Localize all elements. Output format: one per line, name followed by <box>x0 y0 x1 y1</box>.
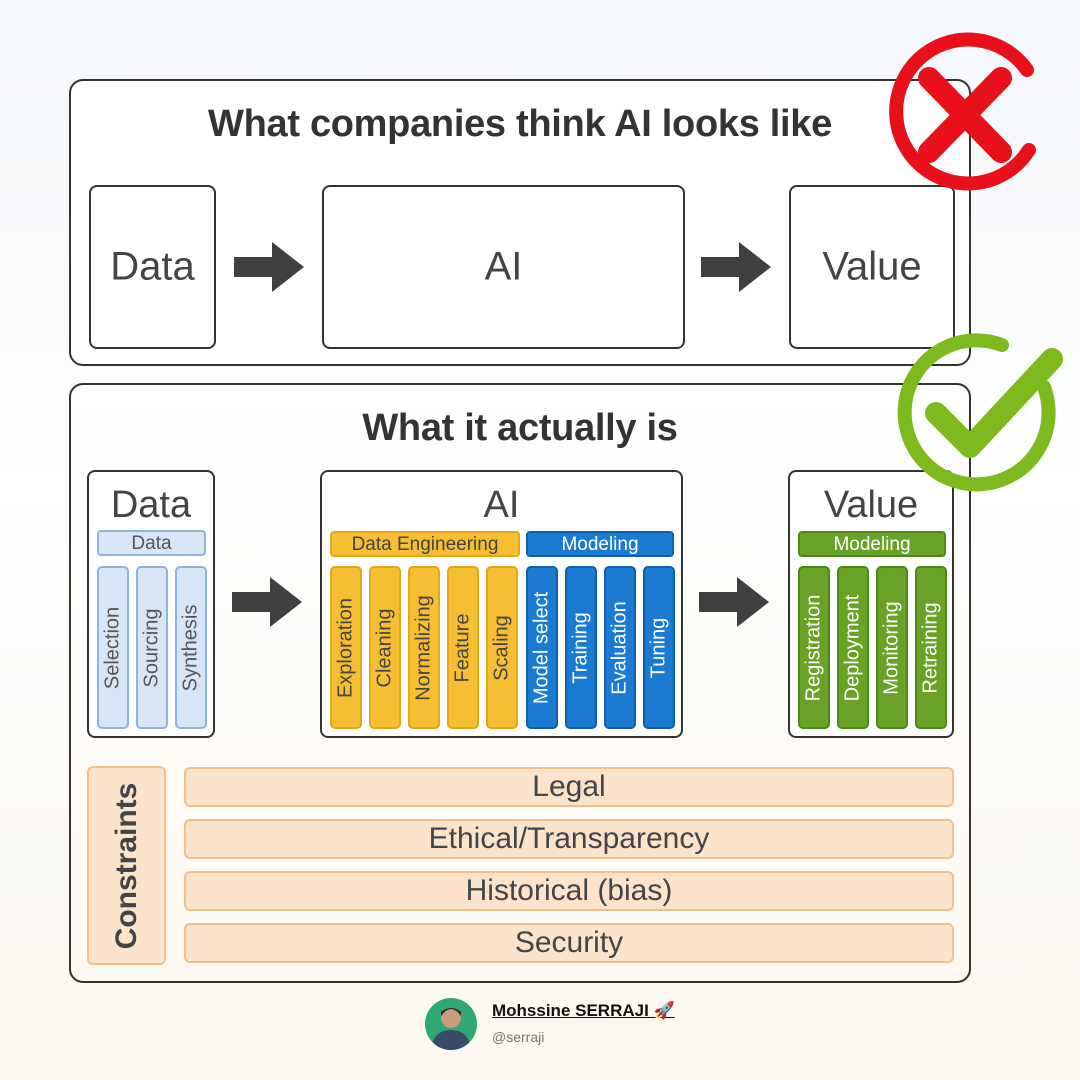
ai-item-normalizing: Normalizing <box>408 566 440 729</box>
ai-stage-box: AI Data Engineering Modeling Exploration… <box>320 470 683 738</box>
arrow-right-icon <box>234 242 304 292</box>
data-engineering-bar: Data Engineering <box>330 531 520 557</box>
naive-ai-label: AI <box>484 244 523 289</box>
value-item-registration: Registration <box>798 566 830 729</box>
ai-item-scaling: Scaling <box>486 566 518 729</box>
ai-item-cleaning: Cleaning <box>369 566 401 729</box>
data-stage-heading: Data <box>110 484 192 526</box>
naive-value-box: Value <box>789 185 955 349</box>
value-stage-box: Value Modeling Registration Deployment M… <box>788 470 954 738</box>
arrow-right-icon <box>699 577 769 627</box>
naive-ai-box: AI <box>322 185 685 349</box>
data-stage-bar: Data <box>97 530 206 556</box>
constraints-label: Constraints <box>109 782 143 949</box>
constraint-security: Security <box>184 923 954 963</box>
ai-item-evaluation: Evaluation <box>604 566 636 729</box>
constraint-ethical: Ethical/Transparency <box>184 819 954 859</box>
author-handle: @serraji <box>492 1029 545 1045</box>
ai-item-tuning: Tuning <box>643 566 675 729</box>
avatar[interactable] <box>425 998 477 1050</box>
constraints-label-box: Constraints <box>87 766 166 965</box>
naive-data-box: Data <box>89 185 216 349</box>
value-item-deployment: Deployment <box>837 566 869 729</box>
author-card[interactable]: Mohssine SERRAJI 🚀 @serraji <box>425 998 725 1058</box>
arrow-right-icon <box>701 242 771 292</box>
check-badge-icon <box>897 333 1063 492</box>
data-stage-box: Data Data Selection Sourcing Synthesis <box>87 470 215 738</box>
arrow-right-icon <box>232 577 302 627</box>
actual-view-title: What it actually is <box>362 407 678 449</box>
data-item-selection: Selection <box>97 566 129 729</box>
ai-item-exploration: Exploration <box>330 566 362 729</box>
data-item-synthesis: Synthesis <box>175 566 207 729</box>
constraint-legal: Legal <box>184 767 954 807</box>
data-item-sourcing: Sourcing <box>136 566 168 729</box>
ai-item-feature: Feature <box>447 566 479 729</box>
naive-value-label: Value <box>822 244 922 289</box>
naive-data-label: Data <box>110 244 195 289</box>
author-name[interactable]: Mohssine SERRAJI 🚀 <box>492 1001 675 1020</box>
naive-view-title: What companies think AI looks like <box>208 103 832 145</box>
ai-item-training: Training <box>565 566 597 729</box>
value-item-retraining: Retraining <box>915 566 947 729</box>
naive-view-panel: What companies think AI looks like Data … <box>69 79 971 366</box>
value-stage-heading: Value <box>823 484 919 526</box>
value-item-monitoring: Monitoring <box>876 566 908 729</box>
cross-badge-icon <box>889 32 1036 191</box>
ai-item-model-select: Model select <box>526 566 558 729</box>
value-modeling-bar: Modeling <box>798 531 946 557</box>
modeling-bar: Modeling <box>526 531 674 557</box>
avatar-portrait-icon <box>431 1008 471 1050</box>
ai-stage-heading: AI <box>483 484 520 526</box>
constraint-historical: Historical (bias) <box>184 871 954 911</box>
